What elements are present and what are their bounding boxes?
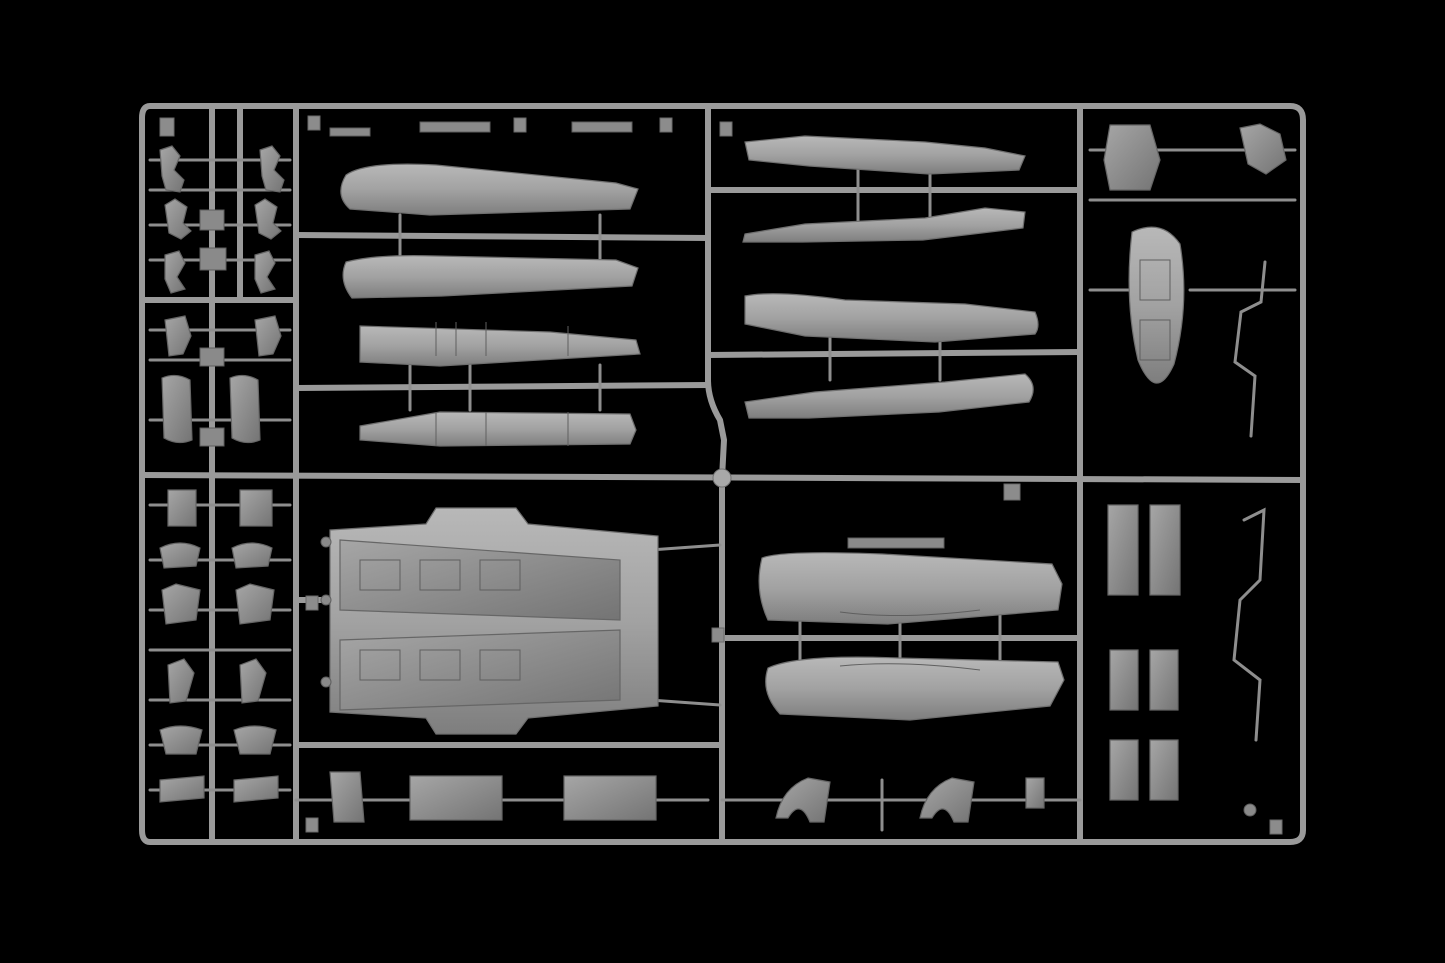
right-column-parts <box>1088 123 1297 817</box>
nacelle-parts <box>719 537 1083 721</box>
intake-parts <box>293 121 711 447</box>
sprue-frame <box>139 103 1306 845</box>
left-column-parts <box>148 103 292 845</box>
left-column-parts-lower <box>148 489 292 803</box>
fuselage-floor <box>293 507 725 748</box>
fuselage-parts <box>705 135 1083 419</box>
sprue-tags <box>159 115 1283 835</box>
bottom-row-parts <box>294 771 1082 832</box>
